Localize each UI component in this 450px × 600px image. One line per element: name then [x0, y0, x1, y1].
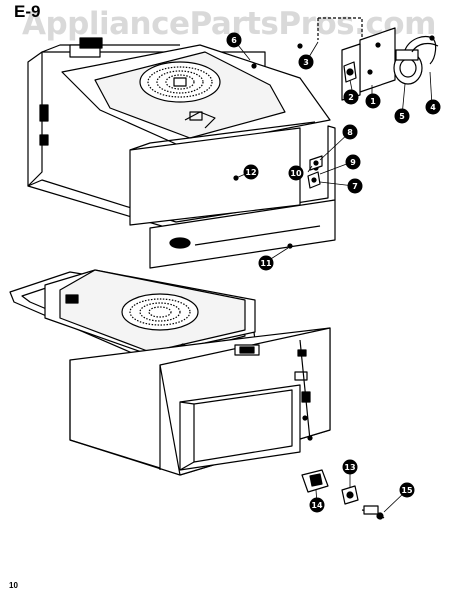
callout-14: 14	[309, 497, 325, 513]
page-number: 10	[9, 581, 18, 590]
callout-label-3: 3	[303, 58, 309, 67]
callout-15: 15	[399, 482, 415, 498]
callout-label-1: 1	[370, 97, 376, 106]
callout-label-4: 4	[430, 103, 436, 112]
callout-10: 10	[288, 165, 304, 181]
callout-label-14: 14	[311, 501, 323, 510]
callout-7: 7	[347, 178, 363, 194]
callout-label-13: 13	[344, 463, 355, 472]
callout-13: 13	[342, 459, 358, 475]
callout-label-10: 10	[290, 169, 302, 178]
callout-label-7: 7	[352, 182, 358, 191]
callout-label-8: 8	[347, 128, 353, 137]
callout-6: 6	[226, 32, 242, 48]
callout-5: 5	[394, 108, 410, 124]
callout-label-5: 5	[399, 112, 405, 121]
callout-11: 11	[258, 255, 274, 271]
callout-label-9: 9	[350, 158, 356, 167]
callout-label-11: 11	[260, 259, 272, 268]
callout-label-12: 12	[245, 168, 256, 177]
figure-label: E-9	[14, 2, 41, 21]
motor-bracket-assembly	[317, 17, 439, 101]
callout-3: 3	[298, 54, 314, 70]
callout-label-15: 15	[401, 486, 413, 495]
callout-label-2: 2	[348, 93, 354, 102]
switch-parts	[307, 155, 323, 189]
callout-12: 12	[243, 164, 259, 180]
callout-1: 1	[365, 93, 381, 109]
small-parts-13-14-15	[301, 469, 385, 520]
callout-8: 8	[342, 124, 358, 140]
lower-cabinet	[9, 269, 331, 476]
callout-4: 4	[425, 99, 441, 115]
callout-2: 2	[343, 89, 359, 105]
callout-label-6: 6	[231, 36, 237, 45]
upper-cabinet	[27, 37, 336, 269]
callout-9: 9	[345, 154, 361, 170]
